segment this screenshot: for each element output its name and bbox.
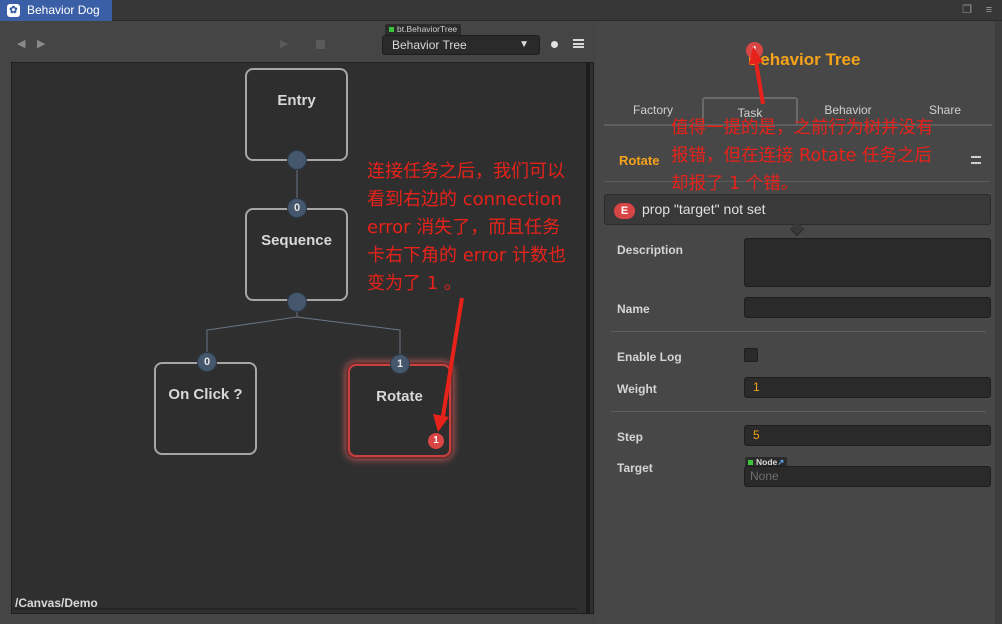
description-field[interactable] [744,238,991,287]
divider [611,331,986,332]
error-message: prop "target" not set [642,201,766,217]
arrow-head-down-icon [433,414,449,432]
onclick-node[interactable]: On Click ? [154,362,257,455]
annotation-line: 变为了 1 。 [367,273,462,294]
arrow-right-icon[interactable]: ▶ [37,38,46,50]
node-label: On Click ? [168,386,243,403]
section-title: Rotate [619,153,660,168]
annotation-line: 连接任务之后，我们可以 [367,161,565,182]
node-type-dot [389,27,394,32]
right-annotation: 值得一提的是，之前行为树并没有 报错，但在连接 Rotate 任务之后 却报了 … [671,114,991,198]
arrow-head-up-icon [749,46,763,65]
panel-scrollbar[interactable] [995,21,1002,624]
node-label: Entry [277,92,316,109]
output-port[interactable] [287,292,307,312]
annotation-line: 却报了 1 个错。 [671,174,799,194]
tree-select[interactable]: Behavior Tree ▼ [382,35,540,55]
hamburger-icon[interactable] [573,39,584,48]
section-menu-icon[interactable] [971,156,981,164]
tab-factory[interactable]: Factory [632,103,673,117]
target-type-label: Node [756,457,778,467]
input-port[interactable]: 0 [197,352,217,372]
tree-badge-label: bt.BehaviorTree [397,24,458,34]
step-label: Step [617,430,644,444]
restore-icon[interactable]: ❐ [962,4,972,16]
name-field[interactable] [744,297,991,318]
target-label: Target [617,461,653,475]
annotation-line: 卡右下角的 error 计数也 [367,245,567,266]
step-field[interactable]: 5 [744,425,991,446]
panel-title: Behavior Tree [748,50,861,69]
record-icon[interactable] [551,41,558,48]
node-label: Rotate [376,388,423,405]
tab-share[interactable]: Share [928,103,962,117]
inspector-panel [596,21,1002,624]
error-message-box: prop "target" not set [604,194,991,225]
external-link-icon[interactable]: ↗ [777,457,785,467]
enable-log-label: Enable Log [617,350,682,364]
target-field[interactable]: None [744,466,991,487]
weight-field[interactable]: 1 [744,377,991,398]
app-tab[interactable]: Behavior Dog [0,0,112,21]
active-tab-frame [702,97,798,125]
app-title: Behavior Dog [27,3,100,17]
canvas-horizontal-scrollbar[interactable] [14,608,577,610]
divider [611,411,986,412]
section-divider [604,181,990,182]
arrow-left-icon[interactable]: ◀ [17,38,26,50]
arrow-to-error-count [441,297,464,417]
name-label: Name [617,302,650,316]
description-label: Description [617,243,684,257]
tabs-divider [604,124,992,126]
target-type-tag: Node↗ [745,457,788,468]
error-icon: E [614,203,635,219]
sequence-node[interactable]: Sequence [245,208,348,301]
entry-node[interactable]: Entry [245,68,348,161]
canvas-vertical-scrollbar[interactable] [586,62,590,614]
caret-down-icon: ▼ [519,39,529,50]
annotation-line: error 消失了，而且任务 [367,217,561,238]
weight-label: Weight [617,382,657,396]
left-annotation: 连接任务之后，我们可以 看到右边的 connection error 消失了，而… [367,158,599,298]
tab-behavior[interactable]: Behavior [824,103,872,117]
annotation-line: 值得一提的是，之前行为树并没有 [671,118,934,138]
arrow-to-title-badge [754,61,765,105]
canvas-path: /Canvas/Demo [15,596,98,610]
tree-type-badge: bt.BehaviorTree [385,24,462,35]
paw-icon: ✿ [7,4,20,17]
annotation-line: 报错，但在连接 Rotate 任务之后 [671,146,932,166]
node-label: Sequence [261,232,332,249]
node-type-dot [748,460,753,465]
node-error-count: 1 [428,433,444,449]
tree-select-value: Behavior Tree [392,38,467,52]
tab-task[interactable]: Task [737,106,763,120]
play-icon[interactable]: ▶ [280,38,289,50]
stop-icon[interactable] [316,40,325,49]
input-port[interactable]: 0 [287,198,307,218]
enable-log-checkbox[interactable] [744,348,758,362]
input-port[interactable]: 1 [390,354,410,374]
title-bar [0,0,1002,21]
annotation-line: 看到右边的 connection [367,189,562,210]
menu-icon[interactable]: ≡ [985,4,993,16]
output-port[interactable] [287,150,307,170]
